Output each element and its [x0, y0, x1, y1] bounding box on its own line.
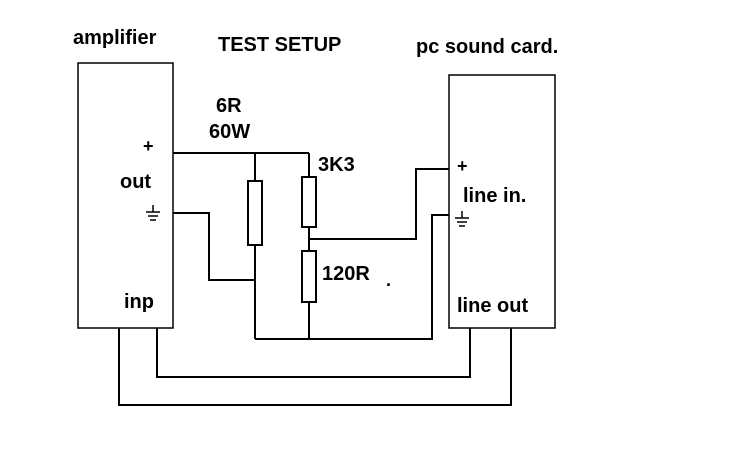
sound-card-box: [448, 74, 556, 329]
amplifier-label: amplifier: [73, 27, 157, 49]
divider-bottom-resistor: [301, 250, 317, 303]
amplifier-box: [77, 62, 174, 329]
load-resistor-value-label: 6R: [216, 95, 242, 117]
load-resistor: [247, 180, 263, 246]
amplifier-ground-icon: [146, 205, 160, 221]
amplifier-inp-label: inp: [124, 291, 154, 313]
sound-card-label: pc sound card.: [416, 36, 558, 58]
divider-bottom-resistor-label: 120R: [322, 263, 370, 285]
amp-ground-wire: [173, 212, 255, 281]
divider-top-resistor: [301, 176, 317, 228]
sound-card-ground-icon: [455, 211, 469, 227]
divider-top-resistor-label: 3K3: [318, 154, 355, 176]
sound-card-plus-terminal-label: +: [457, 156, 468, 176]
load-resistor-power-label: 60W: [209, 121, 250, 143]
line-in-label: line in.: [463, 185, 526, 207]
outer-signal-cable: [118, 328, 512, 406]
amplifier-plus-terminal-label: +: [143, 136, 154, 156]
ground-bus-wire: [255, 214, 449, 340]
amplifier-out-label: out: [120, 171, 151, 193]
diagram-title: TEST SETUP: [218, 34, 341, 56]
line-out-label: line out: [457, 295, 528, 317]
stray-mark: .: [386, 270, 391, 290]
inner-signal-cable: [156, 328, 471, 378]
line-in-signal-wire: [309, 168, 449, 240]
